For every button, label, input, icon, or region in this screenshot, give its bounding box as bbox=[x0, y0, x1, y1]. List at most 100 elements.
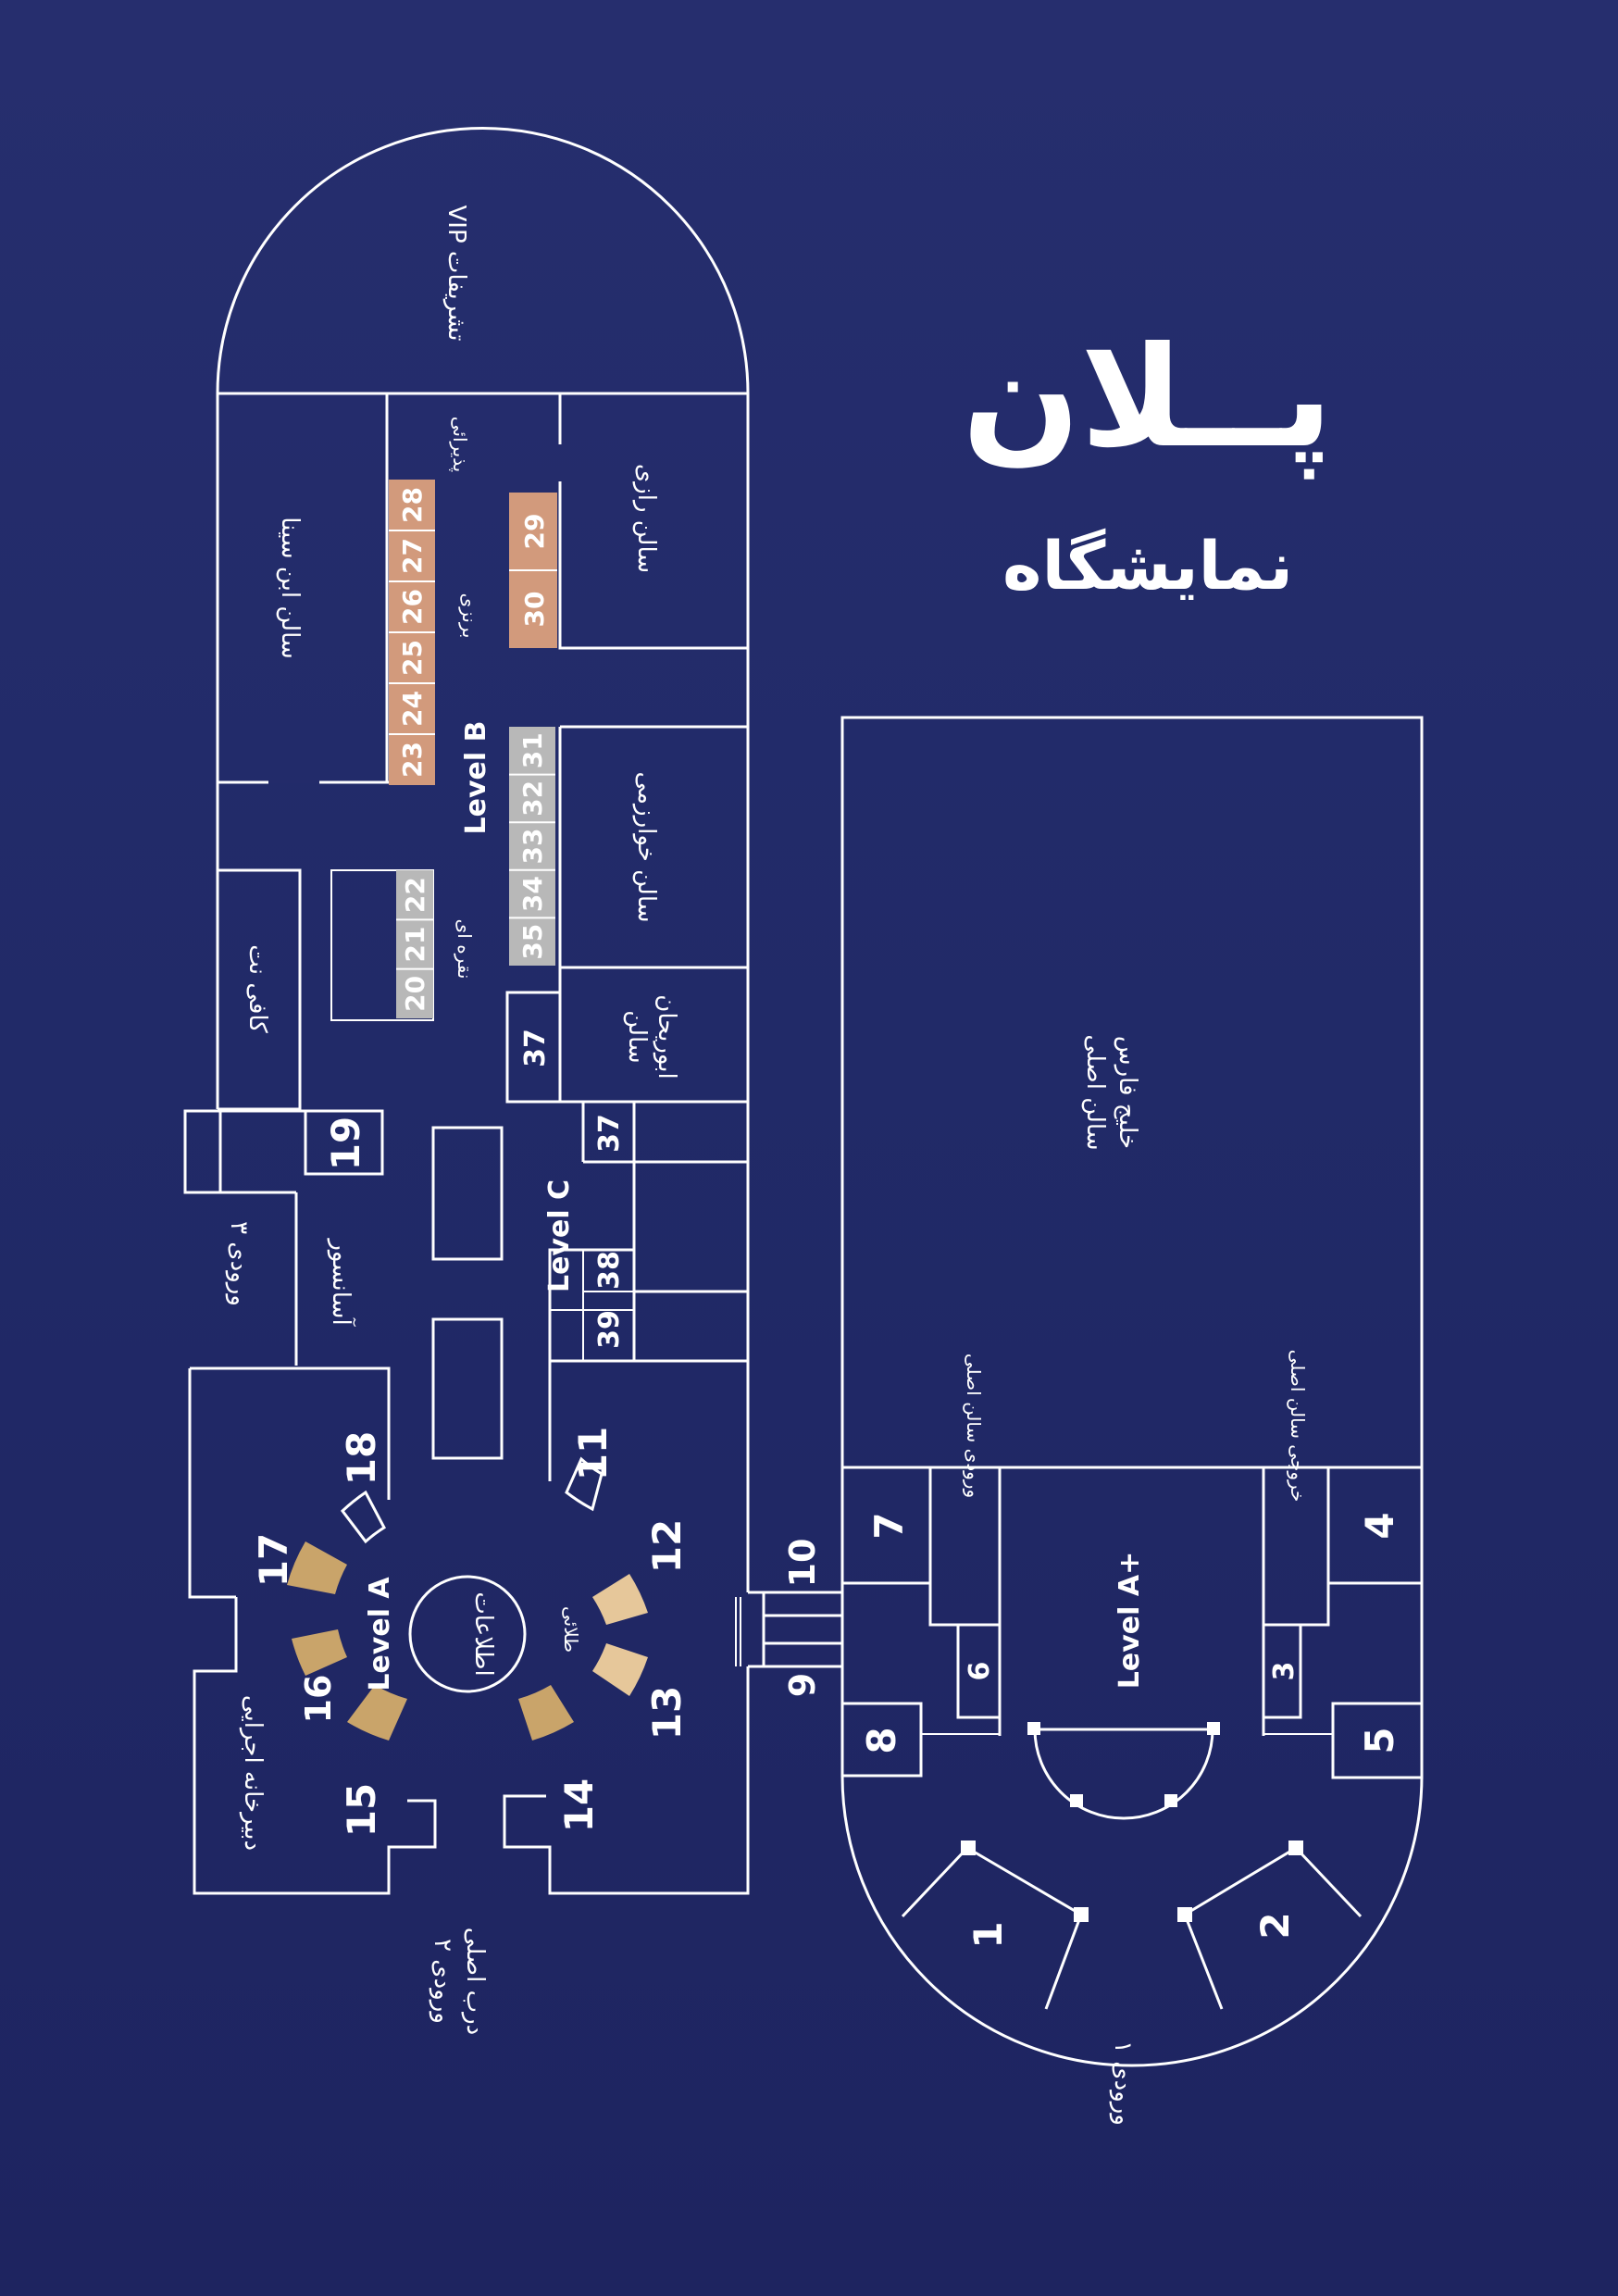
booth-27: 27 bbox=[397, 538, 428, 574]
booth-16: 16 bbox=[298, 1675, 339, 1724]
razi-room bbox=[558, 481, 748, 650]
reception-label: پذیرائی bbox=[448, 417, 471, 472]
booth-21: 21 bbox=[400, 927, 430, 963]
gold-booth-17 bbox=[287, 1541, 347, 1594]
gold-booth-14 bbox=[518, 1685, 574, 1741]
level-a-label: Level A bbox=[364, 1577, 396, 1691]
persian-gulf-label-1: سالن اصلی bbox=[1081, 1034, 1109, 1150]
stage bbox=[1033, 1728, 1214, 1820]
booth-4-box bbox=[1326, 1466, 1424, 1585]
booth-post bbox=[1074, 1907, 1089, 1922]
booth-33: 33 bbox=[517, 829, 548, 865]
pillar-box bbox=[431, 1317, 504, 1460]
booth-39: 39 bbox=[593, 1310, 626, 1349]
entrance-2-label-1: ورودی ۲ bbox=[429, 1939, 456, 2024]
booth-11: 11 bbox=[570, 1427, 616, 1480]
gold-booth-15 bbox=[347, 1685, 407, 1741]
booth-14: 14 bbox=[556, 1778, 602, 1832]
booth-37-b-box bbox=[505, 991, 562, 1104]
booth-19: 19 bbox=[323, 1117, 368, 1170]
booth-26: 26 bbox=[397, 589, 428, 625]
tier-silver-label: نقره ای bbox=[454, 919, 476, 980]
entrance-2-label-2: درب اصلی bbox=[461, 1928, 489, 2035]
room-11 bbox=[548, 1359, 750, 1592]
silver-small-bg bbox=[396, 870, 433, 1018]
booth-8: 8 bbox=[859, 1727, 904, 1753]
vip-dome-wall bbox=[216, 127, 750, 395]
booth-12: 12 bbox=[644, 1519, 690, 1573]
booth-22: 22 bbox=[400, 877, 430, 913]
booth-8-box bbox=[840, 1702, 923, 1778]
room-18 bbox=[188, 1366, 391, 1599]
booth-9: 9 bbox=[782, 1673, 823, 1697]
stage-post bbox=[1207, 1722, 1220, 1735]
ibn-sina-label: سالن ابن سینا bbox=[276, 517, 304, 659]
executive-label: دبیرخانه اجرایی bbox=[239, 1695, 267, 1851]
booth-post bbox=[1288, 1841, 1303, 1855]
booth-31: 31 bbox=[517, 732, 548, 768]
main-hall-lower bbox=[840, 1467, 1424, 2067]
stage-post bbox=[1164, 1794, 1177, 1807]
room-14 bbox=[503, 1666, 750, 1895]
booth-7: 7 bbox=[866, 1512, 912, 1539]
booth-29: 29 bbox=[519, 514, 550, 550]
booth-17: 17 bbox=[251, 1533, 296, 1587]
pillar-box bbox=[431, 1126, 504, 1261]
booth-11-arc bbox=[565, 1456, 604, 1512]
entrance-1-label: ورودی ۱ bbox=[1109, 2040, 1137, 2126]
gold-booth-12 bbox=[592, 1574, 648, 1625]
booth-25: 25 bbox=[397, 640, 428, 676]
booth-13: 13 bbox=[644, 1686, 690, 1740]
booth-post bbox=[961, 1841, 976, 1855]
booth-post bbox=[1177, 1907, 1192, 1922]
level-c-label: Level C bbox=[543, 1179, 576, 1292]
information-label: اطلاعات bbox=[469, 1591, 497, 1676]
abureyhan-label-2: ابوریحان bbox=[653, 994, 680, 1079]
booth-20: 20 bbox=[400, 976, 430, 1012]
corridor bbox=[748, 1591, 842, 1668]
booth-5: 5 bbox=[1357, 1727, 1402, 1753]
booth-38: 38 bbox=[593, 1251, 626, 1290]
entrance-3-stub bbox=[183, 1109, 222, 1194]
booth-18-arc bbox=[340, 1490, 386, 1544]
booth-3: 3 bbox=[1268, 1662, 1301, 1681]
page-title: پــلان bbox=[962, 318, 1333, 479]
cafe-room bbox=[218, 868, 302, 1111]
stage-post bbox=[1027, 1722, 1040, 1735]
level-a-plus-label: Level A+ bbox=[1114, 1552, 1146, 1689]
booth-32: 32 bbox=[517, 780, 548, 817]
booth-10: 10 bbox=[782, 1539, 823, 1588]
page-subtitle: نمایشگاه bbox=[1002, 527, 1294, 605]
elevator-label: آسانسور bbox=[327, 1237, 356, 1327]
cafe-label: کافی نت bbox=[243, 944, 271, 1033]
razi-label: سالن رازی bbox=[632, 464, 660, 573]
vip-label: تشریفات VIP bbox=[442, 206, 470, 342]
booth-6: 6 bbox=[964, 1662, 996, 1681]
booth-4: 4 bbox=[1357, 1512, 1402, 1539]
level-b-label: Level B bbox=[460, 721, 492, 835]
abureyhan-label-1: سالن bbox=[623, 1010, 651, 1063]
entrance-3-label: ورودی ۳ bbox=[225, 1221, 253, 1306]
stage-post bbox=[1070, 1794, 1083, 1807]
booth-37-b: 37 bbox=[519, 1029, 552, 1067]
main-hall-entry-label: ورودی سالن اصلی bbox=[963, 1354, 985, 1498]
booth-18: 18 bbox=[339, 1431, 384, 1485]
gold-booths bbox=[287, 1456, 648, 1741]
booth-35: 35 bbox=[517, 924, 548, 960]
booth-15: 15 bbox=[339, 1783, 384, 1837]
booth-19-box bbox=[304, 1109, 384, 1176]
booth-28: 28 bbox=[397, 487, 428, 523]
booth-5-box bbox=[1331, 1702, 1424, 1779]
information-circle bbox=[408, 1575, 527, 1693]
tier-gold-label: طلائی bbox=[560, 1606, 582, 1653]
booth-30: 30 bbox=[519, 592, 550, 628]
booth-24: 24 bbox=[397, 691, 428, 727]
booth-3-box bbox=[1262, 1623, 1302, 1719]
silver-column-bg bbox=[509, 727, 555, 966]
bronze-booths: 28 27 26 25 24 23 29 30 bbox=[389, 480, 557, 785]
level-c-column bbox=[548, 1102, 748, 1363]
booth-23: 23 bbox=[397, 742, 428, 778]
tier-bronze-label: برنزی bbox=[458, 593, 480, 639]
